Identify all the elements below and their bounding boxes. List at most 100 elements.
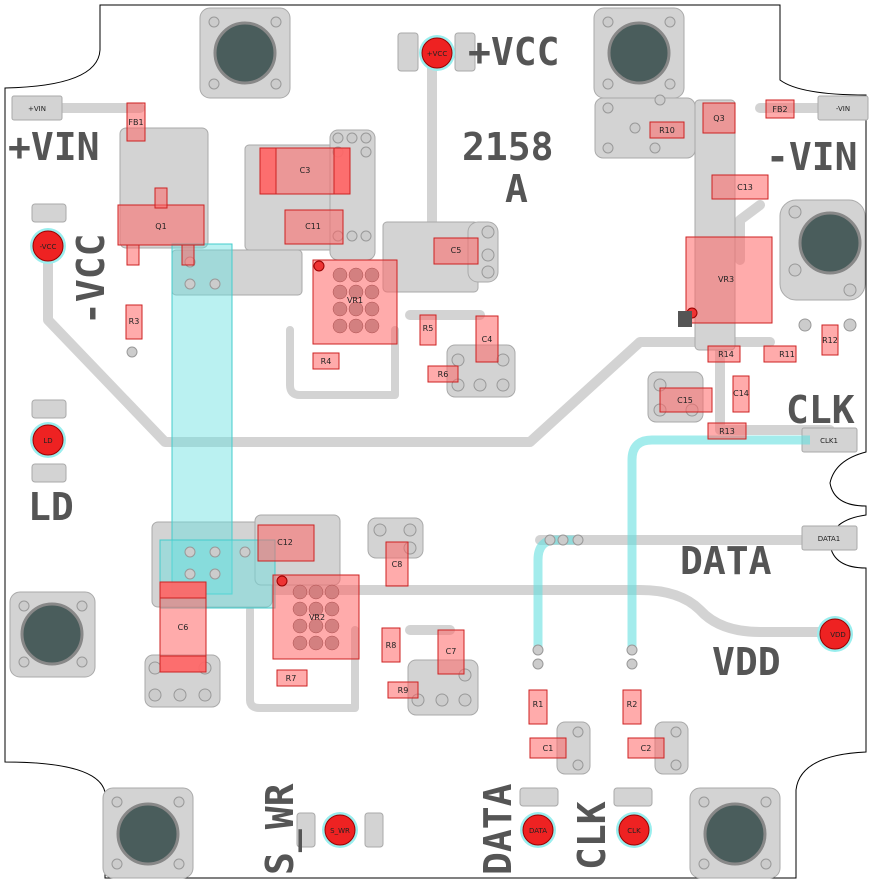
tp-ld [30,422,66,458]
pad-vin-pos-label: +VIN [28,105,46,113]
vr3-body [685,236,773,324]
c14-body [732,375,750,413]
tp-clk-label: CLK [627,827,641,835]
label-vcc-neg: -VCC [69,233,113,325]
r5-body [419,314,437,346]
ref-c15: C15 [677,396,693,405]
label-data-bottom: DATA [476,783,520,875]
c15-body [659,387,713,413]
ref-c12: C12 [277,538,293,547]
r11-body [763,345,797,363]
r4-body [312,352,340,370]
ref-fb1: FB1 [128,118,143,127]
label-ld: LD [28,485,74,529]
mount-hole [213,21,277,85]
ref-r8: R8 [386,641,397,650]
label-vdd: VDD [712,640,781,684]
ref-c7: C7 [446,647,457,656]
ref-r3: R3 [129,317,140,326]
tp-vcc-neg-label: -VCC [40,243,57,251]
ref-c11: C11 [305,222,321,231]
tp-s-wr-label: S_WR [330,827,350,835]
tp-vcc-pos [419,35,455,71]
label-board-id: 2158 [462,125,554,169]
r6-body [427,365,459,383]
ref-r11: R11 [779,350,795,359]
label-board-rev: A [505,167,528,211]
r1-body [528,689,548,725]
ref-c6: C6 [178,623,189,632]
fb2-body [765,99,795,119]
ref-r12: R12 [822,336,838,345]
ref-r1: R1 [533,700,544,709]
ref-r7: R7 [286,674,297,683]
mount-hole [703,802,767,866]
r9-body [387,681,419,699]
ref-c3: C3 [300,166,311,175]
r2-body [622,689,642,725]
ref-fb2: FB2 [772,105,787,114]
r12-body [821,324,839,356]
c5-body [433,237,479,265]
label-clk: CLK [786,388,855,432]
label-data: DATA [680,539,772,583]
ref-r5: R5 [423,324,434,333]
label-vin-neg: -VIN [766,135,858,179]
ref-r4: R4 [321,357,332,366]
mount-hole [20,602,84,666]
pad-clk1-label: CLK1 [820,437,838,445]
ref-c4: C4 [482,335,493,344]
ref-vr1: VR1 [347,296,363,305]
r8-body [381,627,401,663]
c12-body [257,524,315,562]
c8-body [385,541,409,587]
tp-s-wr [322,812,358,848]
ref-q1: Q1 [155,222,166,231]
ref-r6: R6 [438,370,449,379]
vr3-tab [678,311,692,327]
r3-body [125,304,143,340]
r7-body [276,669,308,687]
tp-data [520,812,556,848]
tp-data-label: DATA [529,827,547,835]
r13-body [707,422,747,440]
label-vin-pos: +VIN [8,125,100,169]
ref-c13: C13 [737,183,753,192]
tp-vdd-label: VDD [830,631,846,639]
r10-body [649,121,685,139]
ref-c1: C1 [543,744,554,753]
c2-body [627,737,665,759]
tp-ld-label: LD [43,437,52,445]
ref-c2: C2 [641,744,652,753]
ref-r14: R14 [718,350,734,359]
ref-c8: C8 [392,560,403,569]
mount-hole [116,802,180,866]
fb1-body [126,102,146,142]
tp-clk [616,812,652,848]
r14-body [707,345,741,363]
c13-body [711,174,769,200]
refdes: FB1 Q1 R3 C3 C11 C5 VR1 R4 R5 C4 R6 FB2 … [128,105,837,753]
c11-body [284,209,344,245]
label-s-wr: S_WR [258,783,302,875]
tp-vcc-neg [30,228,66,264]
ref-c14: C14 [733,389,749,398]
c1-body [529,737,567,759]
ref-r10: R10 [659,126,675,135]
c7-body [437,629,465,675]
ref-vr2: VR2 [309,613,325,622]
ref-r9: R9 [398,686,409,695]
pad-vin-neg-label: -VIN [836,105,850,113]
q3-body [702,102,736,134]
tp-vdd [817,616,853,652]
ref-c5: C5 [451,246,462,255]
mounting-holes [20,21,862,866]
label-vcc-pos: +VCC [468,30,560,74]
mount-hole [607,21,671,85]
ref-q3: Q3 [713,114,724,123]
highlighted-net [159,243,810,650]
ref-r2: R2 [627,700,638,709]
ic-pads [292,267,380,651]
pad-data1-label: DATA1 [818,535,841,543]
